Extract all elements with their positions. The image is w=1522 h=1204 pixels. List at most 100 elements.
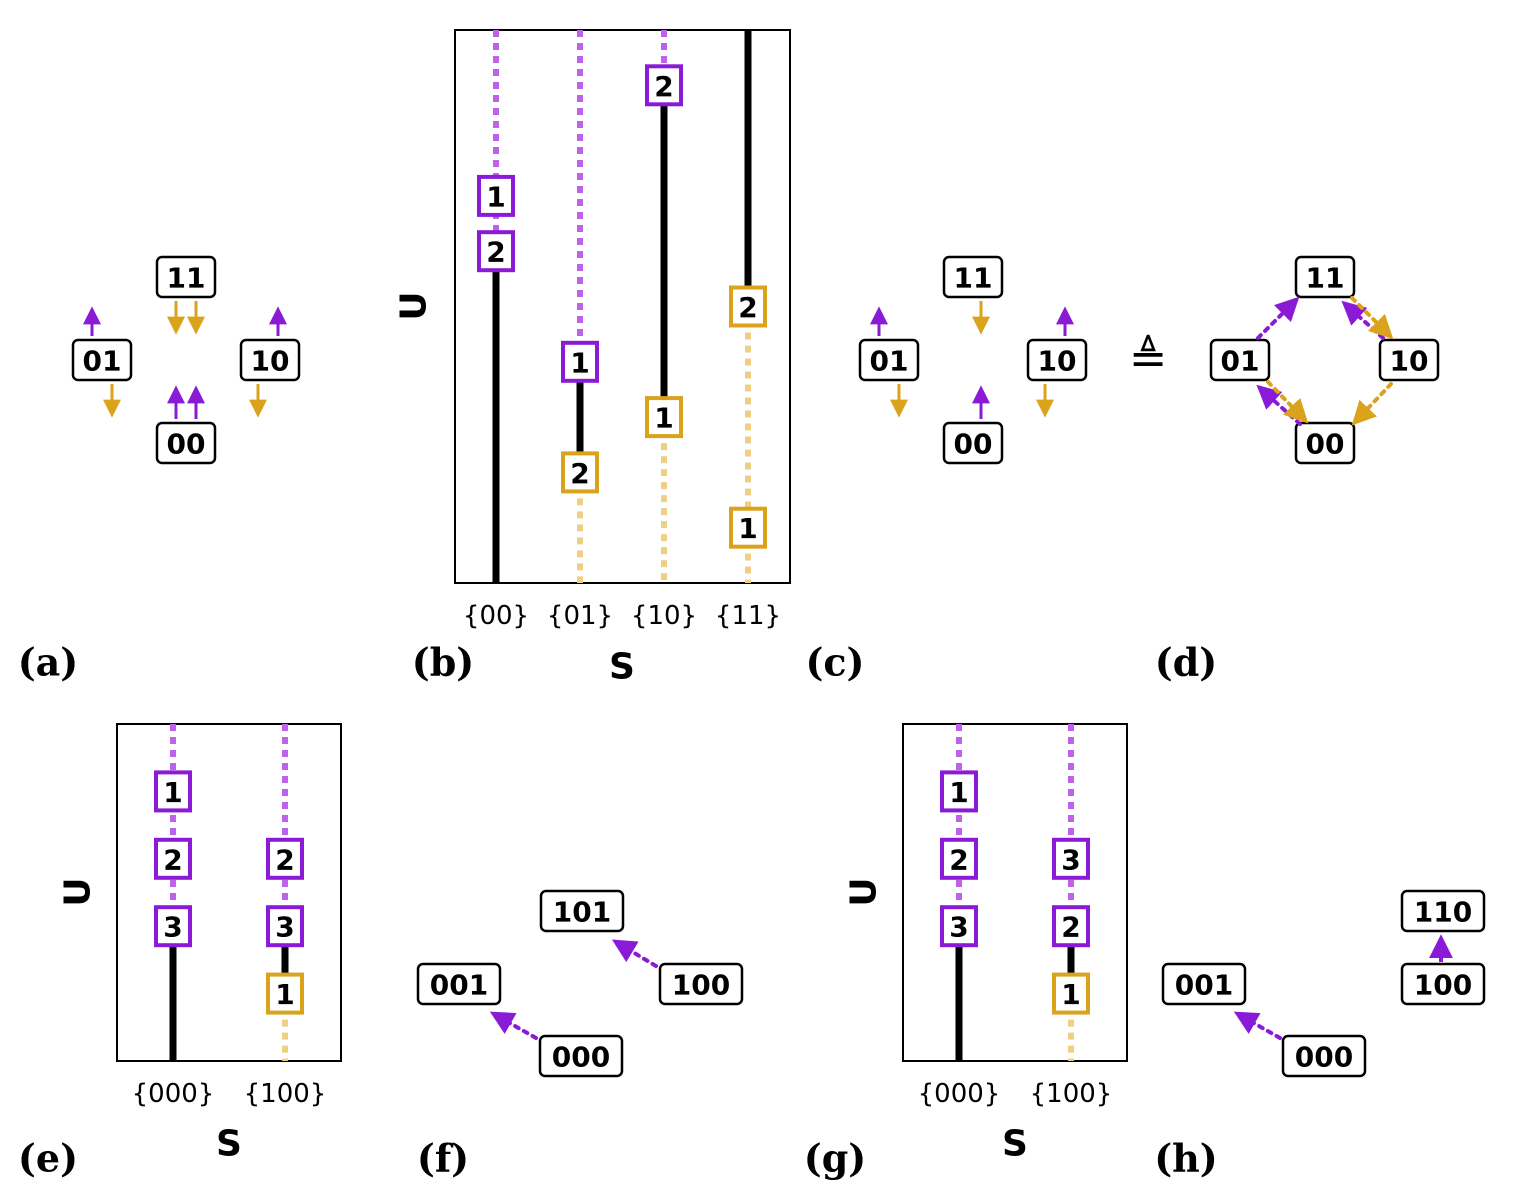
state-node-box xyxy=(155,421,217,465)
transition-arrow-icon xyxy=(1350,296,1394,340)
state-node-01: 01 xyxy=(858,338,920,382)
state-node-box xyxy=(1209,338,1271,382)
equiv-symbol: ≜ xyxy=(1129,331,1168,385)
level-marker-label: 2 xyxy=(738,291,757,324)
level-marker-label: 2 xyxy=(949,843,968,876)
state-node-box xyxy=(658,962,744,1006)
state-node-box xyxy=(1400,889,1486,933)
level-marker-label: 1 xyxy=(275,978,294,1011)
panel-label: (f) xyxy=(417,1136,469,1181)
state-node-00: 00 xyxy=(942,421,1004,465)
state-node-00: 00 xyxy=(155,421,217,465)
level-marker xyxy=(729,506,767,549)
state-node-box xyxy=(858,338,920,382)
state-node-10: 10 xyxy=(1378,338,1440,382)
level-marker-label: 2 xyxy=(1061,911,1080,944)
state-node-box xyxy=(239,338,301,382)
state-node-label: 11 xyxy=(167,262,206,295)
state-node-10: 10 xyxy=(239,338,301,382)
state-node-label: 00 xyxy=(1306,428,1345,461)
x-axis-label: S xyxy=(609,647,635,688)
level-marker xyxy=(266,972,304,1015)
transition-arrow-icon xyxy=(1256,296,1300,340)
x-tick-label: {10} xyxy=(631,601,697,631)
level-marker-label: 3 xyxy=(163,911,182,944)
state-node-label: 01 xyxy=(870,345,909,378)
chart-e: 123{000}231{100}SU xyxy=(58,723,342,1165)
level-marker-label: 1 xyxy=(486,180,505,213)
level-marker xyxy=(1052,972,1090,1015)
level-marker-label: 1 xyxy=(654,402,673,435)
state-node-001: 001 xyxy=(416,962,502,1006)
x-tick-label: {11} xyxy=(715,601,781,631)
level-marker xyxy=(266,905,304,948)
state-node-label: 11 xyxy=(954,262,993,295)
level-marker-label: 2 xyxy=(163,843,182,876)
state-node-label: 110 xyxy=(1414,896,1472,929)
x-tick-label: {00} xyxy=(463,601,529,631)
level-marker-label: 1 xyxy=(738,512,757,545)
x-axis-label: S xyxy=(1002,1124,1028,1165)
state-node-110: 110 xyxy=(1400,889,1486,933)
y-axis-label: U xyxy=(394,291,435,320)
state-node-label: 000 xyxy=(1295,1041,1353,1074)
level-marker xyxy=(940,770,978,813)
level-marker xyxy=(154,837,192,880)
level-marker-label: 2 xyxy=(486,236,505,269)
state-node-label: 10 xyxy=(251,345,290,378)
state-node-box xyxy=(942,255,1004,299)
state-node-01: 01 xyxy=(1209,338,1271,382)
x-tick-label: {01} xyxy=(547,601,613,631)
state-node-box xyxy=(1400,962,1486,1006)
state-node-label: 10 xyxy=(1038,345,1077,378)
panel-label: (c) xyxy=(805,640,864,685)
state-node-label: 101 xyxy=(553,896,611,929)
state-node-00: 00 xyxy=(1294,421,1356,465)
state-node-box xyxy=(1026,338,1088,382)
level-marker-label: 1 xyxy=(570,346,589,379)
state-node-000: 000 xyxy=(1281,1034,1367,1078)
state-node-10: 10 xyxy=(1026,338,1088,382)
level-marker xyxy=(561,340,599,383)
state-node-box xyxy=(416,962,502,1006)
level-marker xyxy=(940,905,978,948)
state-node-11: 11 xyxy=(1294,255,1356,299)
panel-label: (d) xyxy=(1155,640,1218,685)
level-marker-label: 2 xyxy=(275,843,294,876)
chart-frame xyxy=(454,29,791,584)
panel-label: (b) xyxy=(412,640,475,685)
state-node-box xyxy=(1294,255,1356,299)
state-node-box xyxy=(539,889,625,933)
state-node-box xyxy=(942,421,1004,465)
chart-b: 12{00}12{01}21{10}21{11}SU xyxy=(394,29,791,688)
level-marker-label: 3 xyxy=(275,911,294,944)
level-marker xyxy=(645,396,683,439)
chart-g: 123{000}321{100}SU xyxy=(844,723,1128,1165)
transition-arrow-icon xyxy=(611,939,658,968)
x-axis-label: S xyxy=(216,1124,242,1165)
state-node-label: 00 xyxy=(167,428,206,461)
state-node-label: 01 xyxy=(1221,345,1260,378)
state-node-box xyxy=(1161,962,1247,1006)
transition-arrow-icon xyxy=(489,1011,538,1040)
state-node-box xyxy=(538,1034,624,1078)
level-marker xyxy=(154,770,192,813)
x-tick-label: {000} xyxy=(132,1079,215,1109)
x-tick-label: {100} xyxy=(1030,1079,1113,1109)
transition-arrow-icon xyxy=(1351,382,1393,426)
level-marker xyxy=(645,64,683,107)
state-node-label: 000 xyxy=(552,1041,610,1074)
x-tick-label: {000} xyxy=(918,1079,1001,1109)
state-node-000: 000 xyxy=(538,1034,624,1078)
panel-label: (e) xyxy=(18,1136,78,1181)
chart-frame xyxy=(902,723,1128,1062)
state-node-11: 11 xyxy=(942,255,1004,299)
chart-frame xyxy=(116,723,342,1062)
state-node-label: 00 xyxy=(954,428,993,461)
level-marker xyxy=(729,285,767,328)
transition-arrow-icon xyxy=(1266,380,1309,424)
level-marker-label: 3 xyxy=(949,911,968,944)
level-marker xyxy=(561,451,599,494)
level-marker xyxy=(154,905,192,948)
state-node-101: 101 xyxy=(539,889,625,933)
